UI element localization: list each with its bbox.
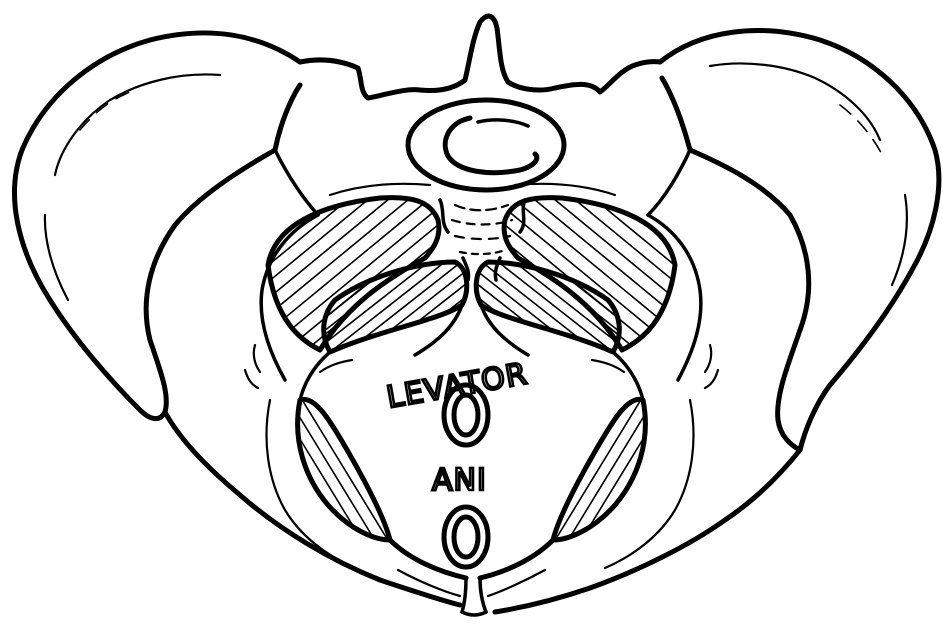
sacrum <box>275 16 690 215</box>
lower-hiatus-opening <box>444 507 488 567</box>
left-iliac-wing <box>15 33 460 605</box>
ani-label: ANI <box>432 463 487 498</box>
right-obturator-muscle <box>503 360 683 575</box>
right-iliac-wing <box>495 31 939 612</box>
left-coccygeus-muscle <box>218 150 476 400</box>
vertebral-body <box>408 100 564 190</box>
